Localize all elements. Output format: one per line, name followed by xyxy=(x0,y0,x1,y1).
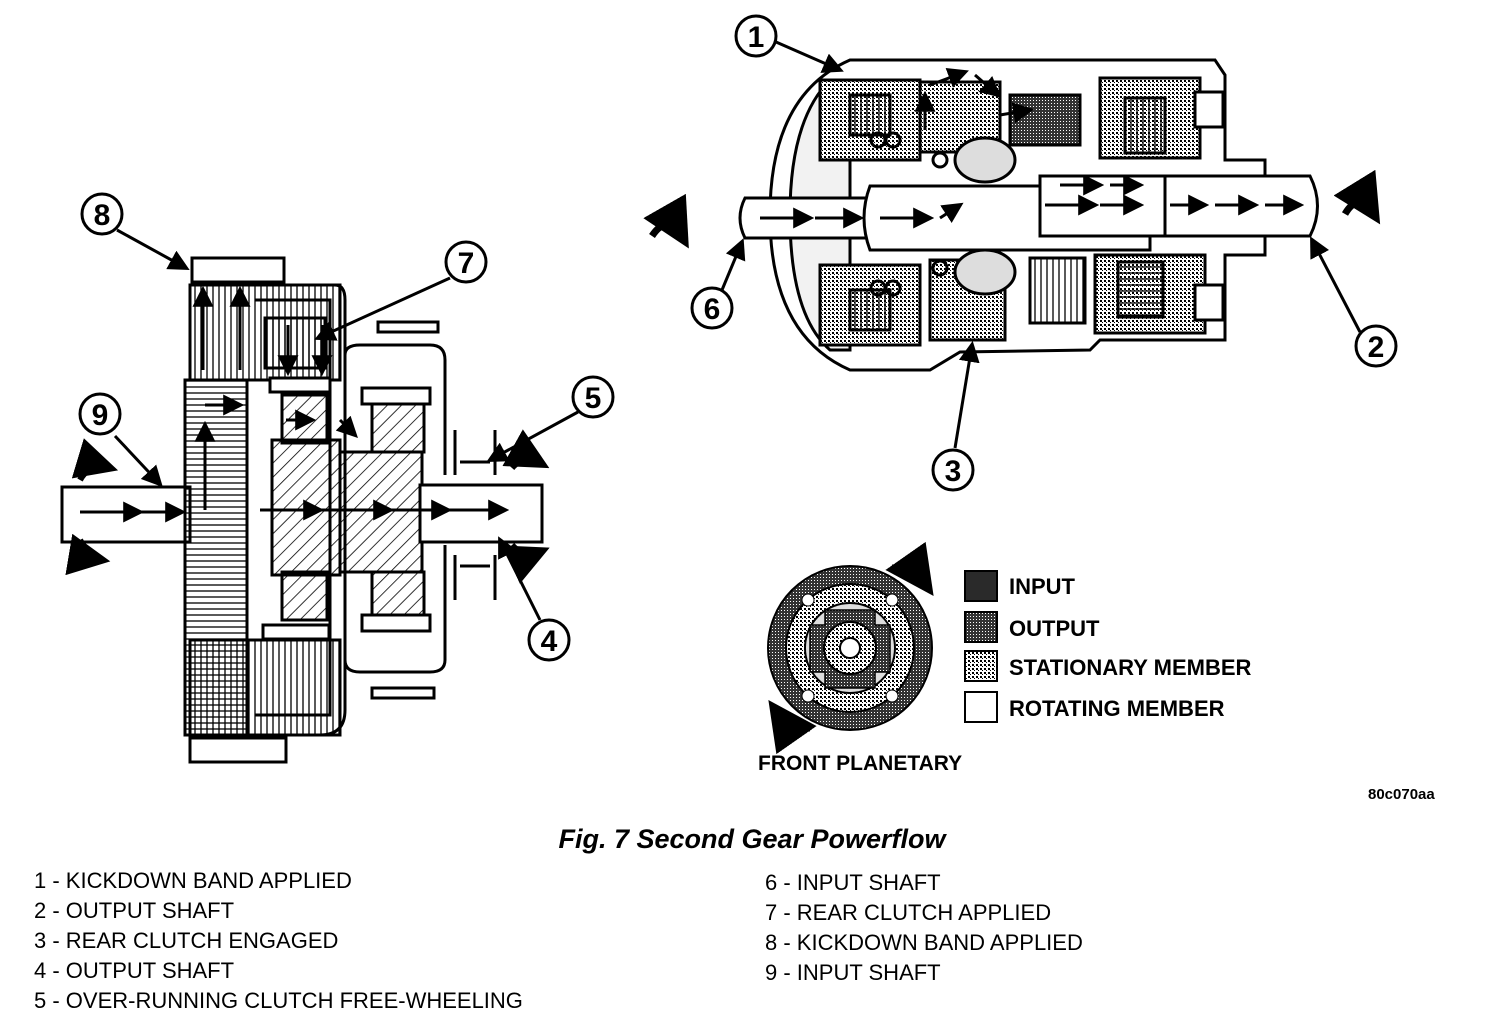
callout-2: 2 xyxy=(1354,324,1398,368)
callout-8: 8 xyxy=(80,192,124,236)
rear-clutch-pack xyxy=(263,316,327,370)
callout-5: 5 xyxy=(571,375,615,419)
svg-text:2: 2 xyxy=(1368,331,1385,364)
callout-7: 7 xyxy=(444,240,488,284)
list-item: 9 - INPUT SHAFT xyxy=(765,960,941,985)
callouts: 1 2 3 4 5 6 7 8 9 xyxy=(78,14,1398,662)
svg-text:3: 3 xyxy=(945,455,962,488)
callout-6: 6 xyxy=(690,286,734,330)
kickdown-drum-bottom xyxy=(188,638,342,737)
kickdown-band-bottom xyxy=(188,736,288,764)
legend-output: OUTPUT xyxy=(964,611,1100,643)
callout-9: 9 xyxy=(78,392,122,436)
svg-text:6: 6 xyxy=(704,293,721,326)
input-shaft-left xyxy=(60,485,192,544)
svg-text:OUTPUT: OUTPUT xyxy=(1009,616,1100,641)
callout-1: 1 xyxy=(734,14,778,58)
list-item: 7 - REAR CLUTCH APPLIED xyxy=(765,900,1052,925)
svg-text:4: 4 xyxy=(541,625,558,658)
front-planetary-gear-icon xyxy=(767,541,934,755)
svg-text:7: 7 xyxy=(458,247,475,280)
svg-text:STATIONARY MEMBER: STATIONARY MEMBER xyxy=(1009,655,1252,680)
front-planetary-label: FRONT PLANETARY xyxy=(758,752,963,775)
svg-text:ROTATING MEMBER: ROTATING MEMBER xyxy=(1009,696,1225,721)
sun-gear xyxy=(270,438,342,577)
svg-text:5: 5 xyxy=(585,382,602,415)
figure-caption: Fig. 7 Second Gear Powerflow xyxy=(558,824,946,854)
legend-rotating-member: ROTATING MEMBER xyxy=(964,691,1225,723)
legend-input: INPUT xyxy=(964,570,1076,602)
list-item: 6 - INPUT SHAFT xyxy=(765,870,941,895)
svg-text:9: 9 xyxy=(92,399,109,432)
carrier xyxy=(338,450,424,574)
parts-list-right: 6 - INPUT SHAFT 7 - REAR CLUTCH APPLIED … xyxy=(765,868,1083,988)
list-item: 3 - REAR CLUTCH ENGAGED xyxy=(34,928,339,953)
list-item: 2 - OUTPUT SHAFT xyxy=(34,898,235,923)
svg-text:INPUT: INPUT xyxy=(1009,574,1076,599)
callout-4: 4 xyxy=(527,618,571,662)
kickdown-band-top xyxy=(190,256,286,284)
svg-text:1: 1 xyxy=(748,21,765,54)
callout-3: 3 xyxy=(931,448,975,492)
svg-text:8: 8 xyxy=(94,199,111,232)
right-cutaway xyxy=(643,40,1381,449)
list-item: 1 - KICKDOWN BAND APPLIED xyxy=(34,868,352,893)
list-item: 5 - OVER-RUNNING CLUTCH FREE-WHEELING xyxy=(34,988,523,1013)
parts-list-left: 1 - KICKDOWN BAND APPLIED 2 - OUTPUT SHA… xyxy=(34,866,523,1016)
list-item: 8 - KICKDOWN BAND APPLIED xyxy=(765,930,1083,955)
left-schematic xyxy=(60,228,579,764)
legend-stationary-member: STATIONARY MEMBER xyxy=(964,650,1252,682)
figure-id-code: 80c070aa xyxy=(1368,786,1435,803)
legend: INPUT OUTPUT STATIONARY MEMBER ROTATING … xyxy=(964,570,1252,723)
output-shaft-left xyxy=(418,483,544,544)
list-item: 4 - OUTPUT SHAFT xyxy=(34,958,235,983)
